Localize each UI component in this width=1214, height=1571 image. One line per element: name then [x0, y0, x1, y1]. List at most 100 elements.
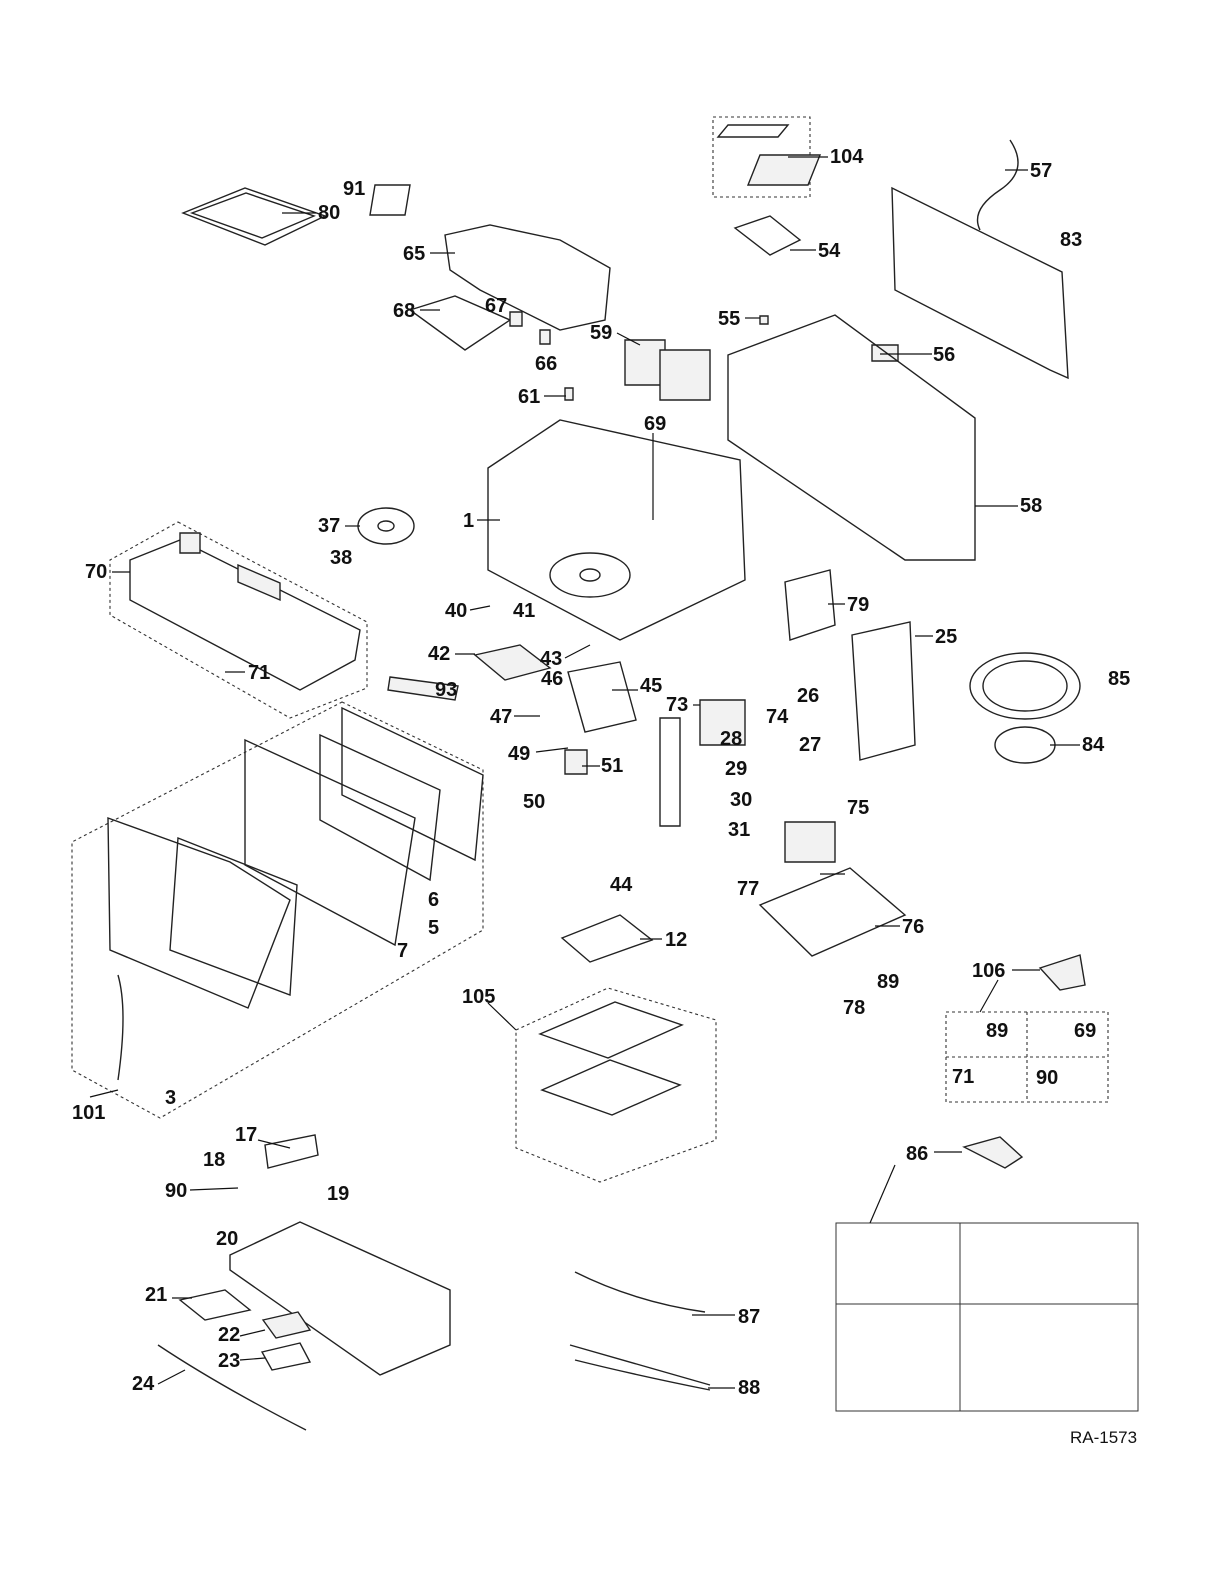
part-outline	[178, 1289, 252, 1321]
part-number-label: 105	[462, 986, 495, 1008]
part-number-label: 42	[428, 643, 450, 665]
part-number-label: 41	[513, 600, 535, 622]
part-number-label: 46	[541, 668, 563, 690]
part-outline	[716, 124, 790, 138]
part-number-label: 31	[728, 819, 750, 841]
leader-line	[257, 1139, 291, 1149]
part-shapes	[107, 124, 1086, 1376]
part-number-label: 71	[248, 662, 270, 684]
part-number-label: 6	[428, 889, 439, 911]
part-outline	[229, 1221, 451, 1376]
part-number-label: 28	[720, 728, 742, 750]
part-number-label: 40	[445, 600, 467, 622]
leader-line	[89, 1089, 119, 1098]
part-outline	[538, 1001, 684, 1059]
part-outline	[341, 706, 484, 862]
part-outline	[758, 867, 907, 957]
part-number-label: 93	[435, 679, 457, 701]
part-number-label: 85	[1108, 668, 1130, 690]
part-number-label: 26	[797, 685, 819, 707]
part-number-label: 90	[1036, 1067, 1058, 1089]
part-outline	[169, 836, 298, 996]
leader-line	[564, 644, 591, 659]
part-number-label: 76	[902, 916, 924, 938]
leader-line	[869, 1164, 896, 1224]
part-number-label: 78	[843, 997, 865, 1019]
group-box-104	[712, 116, 811, 198]
leader-line	[239, 1357, 266, 1361]
part-number-label: 17	[235, 1124, 257, 1146]
part-number-label: 86	[906, 1143, 928, 1165]
part-number-label: 54	[818, 240, 841, 262]
part-number-label: 5	[428, 917, 439, 939]
part-number-label: 101	[72, 1102, 105, 1124]
part-outline	[560, 914, 654, 963]
part-outline	[659, 717, 681, 827]
part-number-label: 49	[508, 743, 530, 765]
part-number-label: 44	[610, 874, 633, 896]
part-number-label: 67	[485, 295, 507, 317]
part-number-label: 104	[830, 146, 864, 168]
part-outline	[369, 184, 411, 216]
part-number-label: 65	[403, 243, 425, 265]
part-number-label: 55	[718, 308, 740, 330]
part-number-label: 38	[330, 547, 352, 569]
part-outline	[746, 154, 822, 186]
part-outline	[181, 187, 327, 246]
leader-line	[979, 979, 999, 1013]
part-outline	[264, 1134, 319, 1169]
part-number-label: 37	[318, 515, 340, 537]
part-number-label: 88	[738, 1377, 760, 1399]
part-number-label: 30	[730, 789, 752, 811]
part-outline	[564, 749, 588, 775]
round-part-outline	[377, 520, 395, 532]
part-number-label: 89	[986, 1020, 1008, 1042]
part-outline	[624, 339, 666, 386]
part-outline	[540, 1059, 682, 1116]
leader-lines	[89, 156, 1080, 1389]
leader-line	[616, 332, 641, 346]
part-number-label: 47	[490, 706, 512, 728]
part-outline	[244, 738, 416, 947]
part-outline	[851, 621, 916, 761]
part-outline	[473, 644, 552, 681]
part-number-label: 69	[1074, 1020, 1096, 1042]
part-outline	[784, 569, 836, 641]
part-number-label: 29	[725, 758, 747, 780]
part-number-label: 3	[165, 1087, 176, 1109]
part-number-label: 1	[463, 510, 474, 532]
kit-86-table	[835, 1222, 1139, 1412]
group-box-105	[515, 987, 717, 1183]
leader-line	[487, 1002, 517, 1031]
part-number-label: 19	[327, 1183, 349, 1205]
part-outline	[387, 676, 459, 701]
part-number-label: 87	[738, 1306, 760, 1328]
part-outline	[539, 329, 551, 345]
part-number-label: 56	[933, 344, 955, 366]
leader-line	[189, 1187, 239, 1191]
part-number-label: 73	[666, 694, 688, 716]
part-outline	[319, 733, 441, 882]
part-outline	[261, 1311, 312, 1339]
part-number-label: 75	[847, 797, 869, 819]
round-part-outline	[994, 726, 1056, 764]
part-number-label: 27	[799, 734, 821, 756]
group-box-70	[109, 521, 368, 719]
part-number-label: 71	[952, 1066, 974, 1088]
part-number-label: 21	[145, 1284, 167, 1306]
part-number-label: 84	[1082, 734, 1105, 756]
part-number-label: 57	[1030, 160, 1052, 182]
part-outline	[759, 315, 769, 325]
part-outline	[733, 215, 802, 256]
part-number-label: 68	[393, 300, 415, 322]
hardware-box	[945, 1011, 1109, 1103]
part-number-label: 61	[518, 386, 540, 408]
part-number-label: 45	[640, 675, 662, 697]
part-number-label: 12	[665, 929, 687, 951]
part-outline	[487, 419, 746, 641]
part-number-label: 43	[540, 648, 562, 670]
part-number-label: 51	[601, 755, 623, 777]
